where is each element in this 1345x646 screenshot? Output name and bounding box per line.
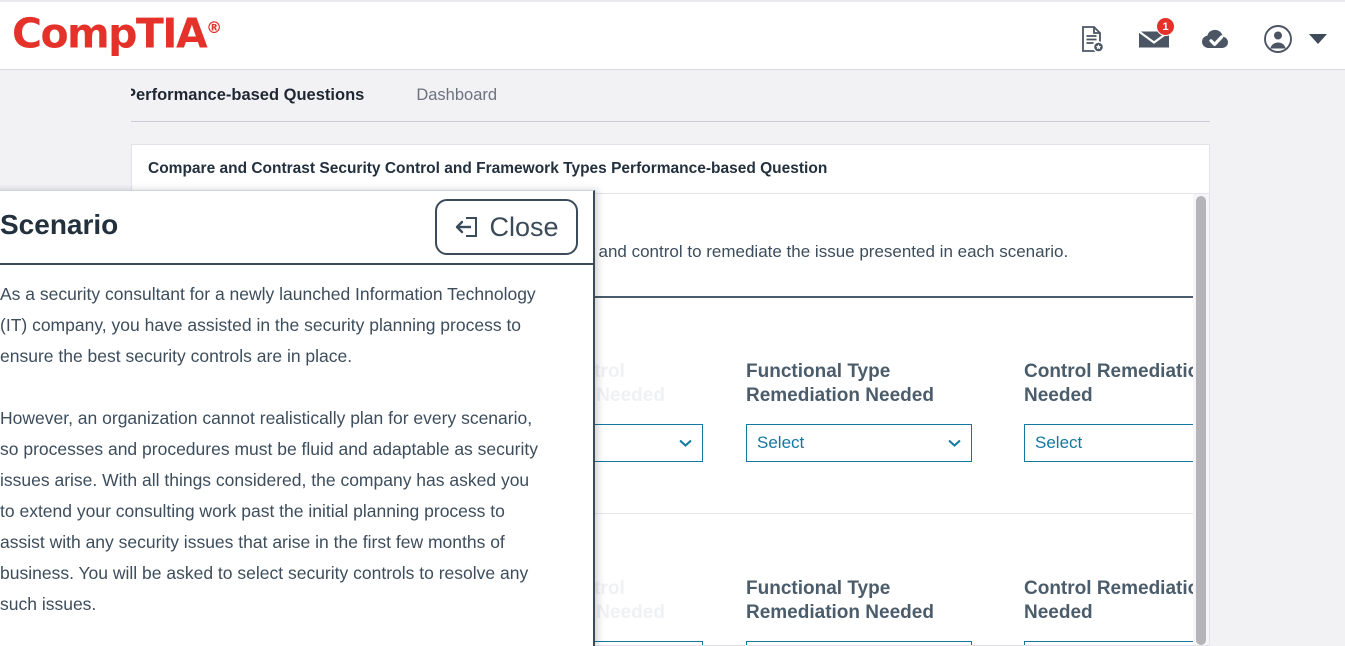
envelope-badge-count: 1 [1156, 17, 1175, 36]
sign-out-icon [456, 217, 478, 237]
modal-title: Scenario [0, 209, 119, 240]
column-label: Functional Type Remediation Needed [746, 361, 934, 406]
column-label: Control Remediation Needed [1024, 361, 1210, 406]
functional-type-select[interactable]: Select [746, 424, 972, 462]
modal-body: As a security consultant for a newly lau… [0, 279, 540, 620]
column-label: Functional Type Remediation Needed [746, 578, 934, 623]
card-header: Compare and Contrast Security Control an… [132, 145, 1209, 194]
row-divider [132, 513, 1195, 514]
select-value: Select [1035, 433, 1083, 452]
close-button[interactable]: Close [435, 199, 578, 255]
logo-text: CompTIA [12, 9, 208, 58]
column-label: Control Remediation Needed [1024, 578, 1210, 623]
functional-type-select[interactable]: Select [746, 641, 972, 645]
scenario-paragraph: However, an organization cannot realisti… [0, 408, 538, 614]
cloud-check-icon[interactable] [1199, 22, 1233, 56]
page-title: Compare and Contrast Security Control an… [148, 160, 828, 177]
tab-performance-based-questions[interactable]: Performance-based Questions [131, 86, 365, 104]
header-icon-group: 1 [1075, 16, 1327, 62]
close-button-label: Close [489, 211, 559, 242]
scenario-modal: Scenario Close As a security consultant … [0, 190, 595, 646]
user-avatar-icon[interactable] [1261, 22, 1295, 56]
select-value: Select [757, 433, 805, 452]
control-remediation-select[interactable]: Select [1024, 424, 1209, 462]
envelope-icon[interactable]: 1 [1137, 17, 1175, 56]
account-chevron-down-icon[interactable] [1309, 34, 1327, 44]
chevron-down-icon [948, 439, 961, 447]
tab-strip: Performance-based Questions Dashboard [131, 70, 1210, 122]
scenario-paragraph: As a security consultant for a newly lau… [0, 284, 536, 366]
modal-header: Scenario Close [0, 191, 593, 265]
logo-registered-mark: ® [206, 18, 223, 37]
chevron-down-icon [679, 439, 692, 447]
vertical-scrollbar[interactable] [1193, 194, 1209, 645]
comptia-logo[interactable]: CompTIA® [12, 6, 222, 56]
tab-dashboard[interactable]: Dashboard [416, 86, 498, 104]
top-header-bar: CompTIA® 1 [0, 0, 1345, 70]
document-star-icon[interactable] [1075, 22, 1109, 56]
scrollbar-thumb[interactable] [1196, 196, 1206, 645]
control-remediation-select[interactable]: Select [1024, 641, 1209, 645]
